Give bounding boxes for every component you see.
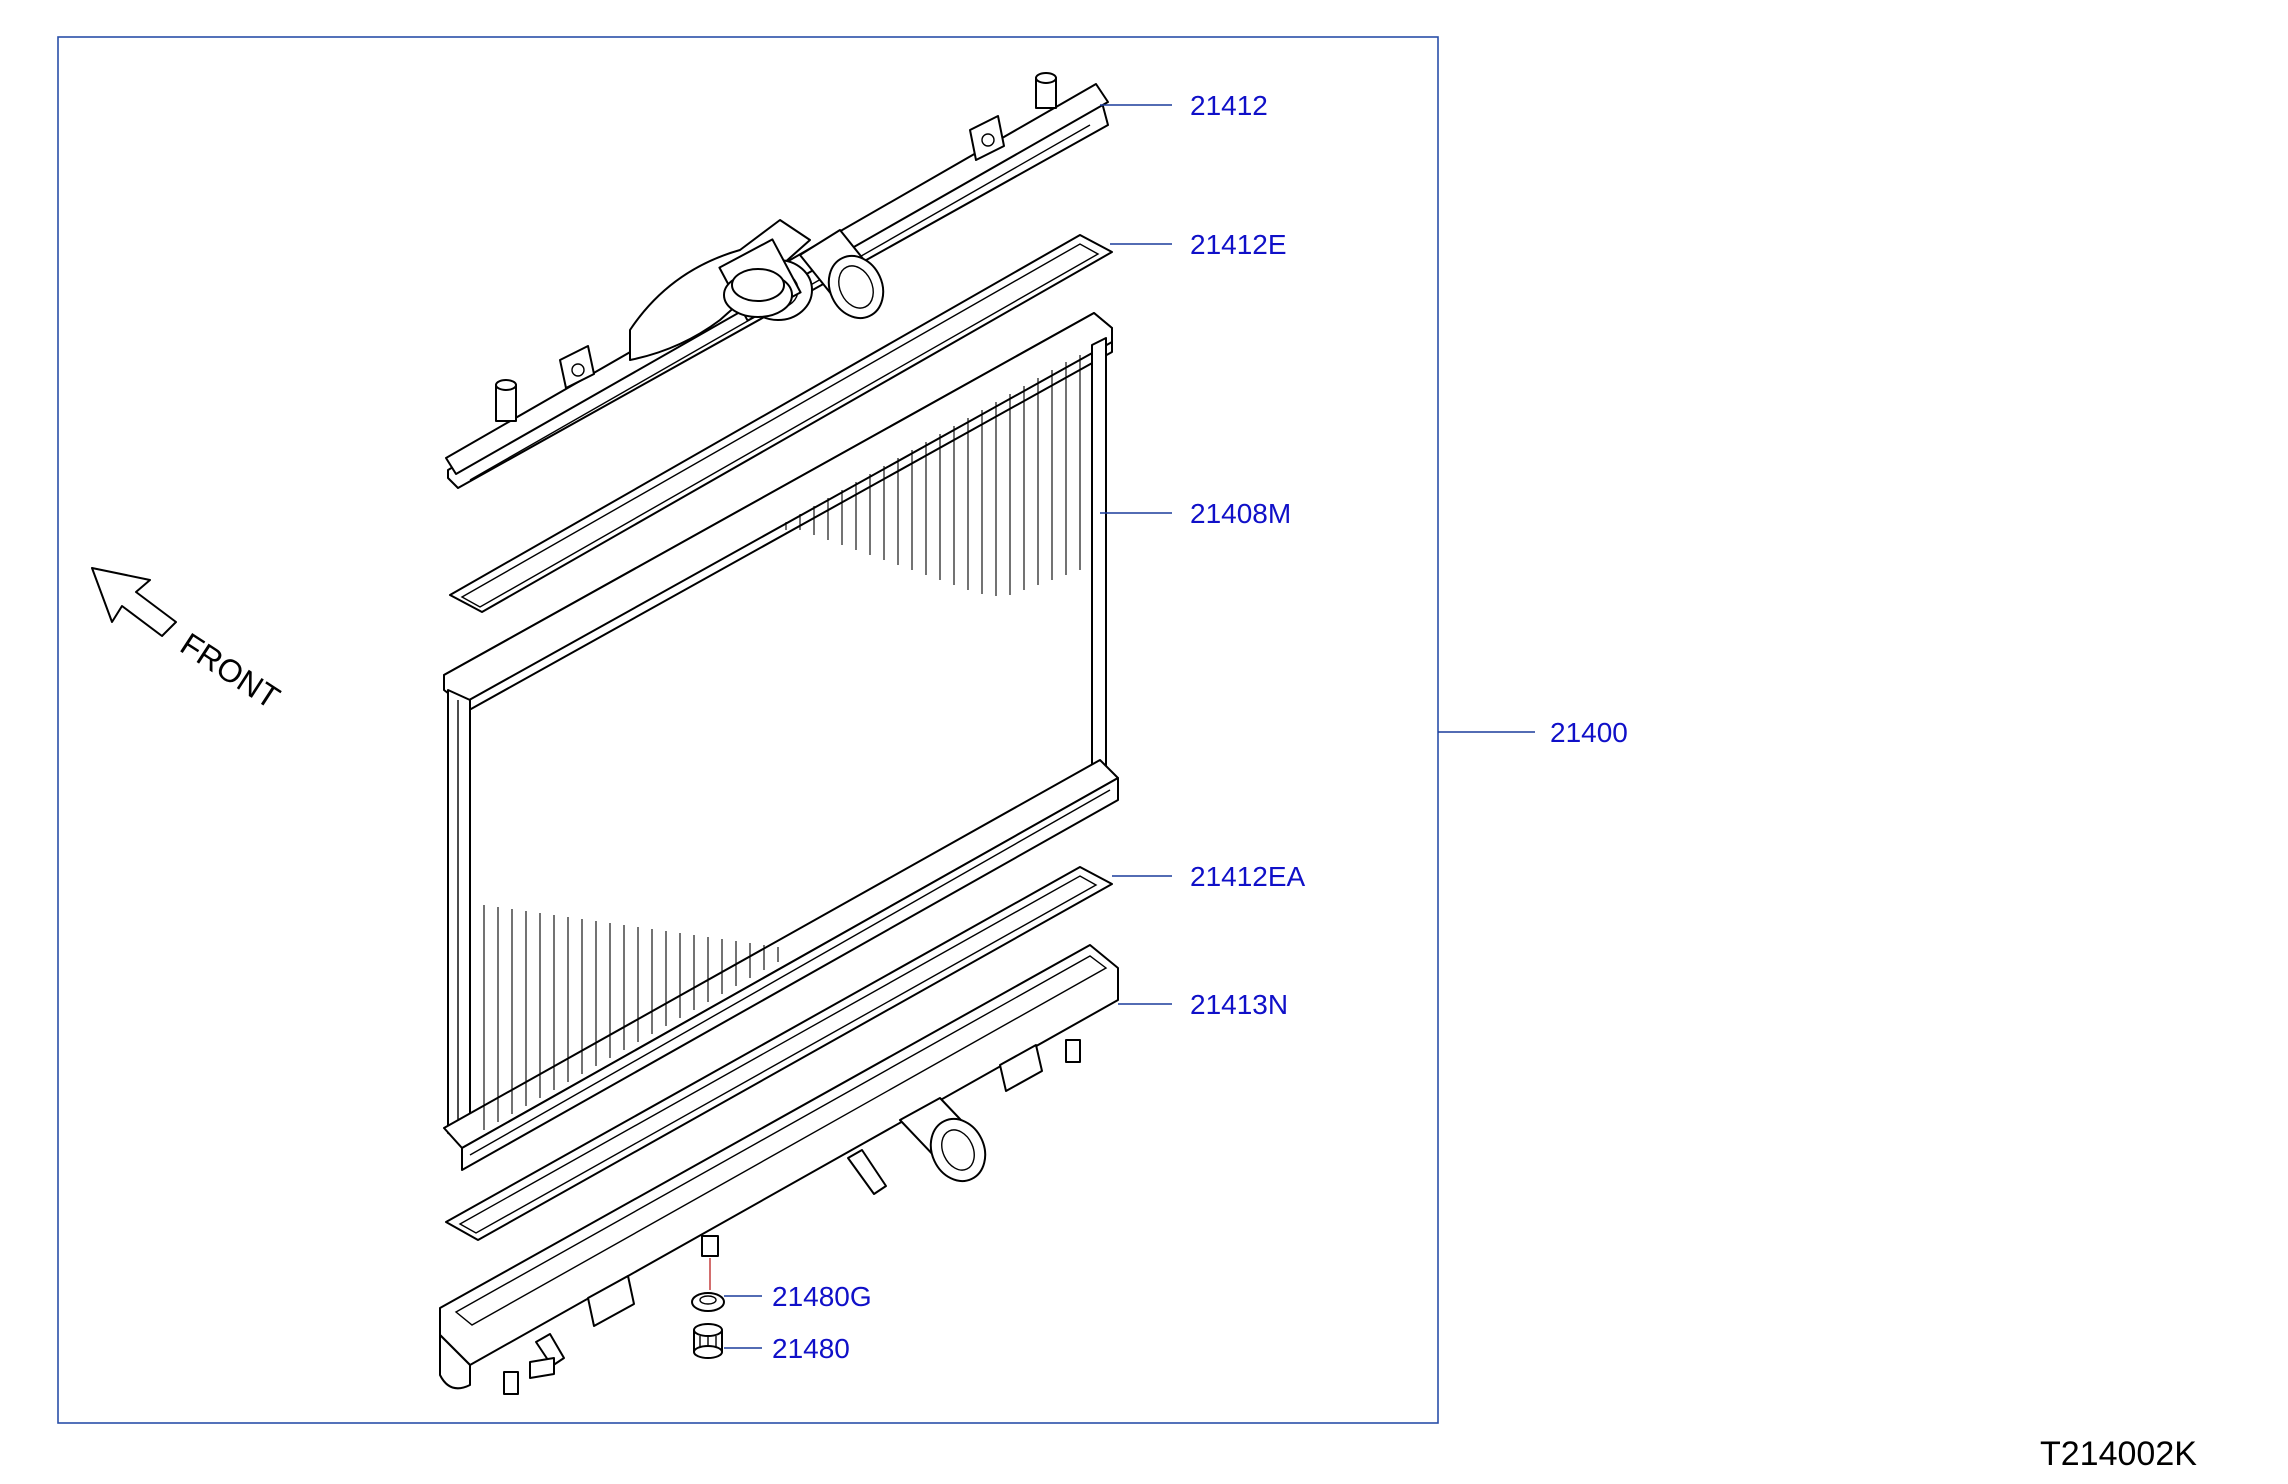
upper-gasket[interactable] (449, 234, 1113, 613)
callout-upper-gasket[interactable]: 21412E (1190, 229, 1287, 260)
callout-drain-plug[interactable]: 21480 (772, 1333, 850, 1364)
leader-lines (724, 104, 1535, 1349)
front-label: FRONT (174, 626, 286, 716)
lower-tank[interactable] (439, 944, 1119, 1395)
callout-drain-washer[interactable]: 21480G (772, 1281, 872, 1312)
core-fins-upper (785, 355, 1081, 596)
assembly-frame (57, 36, 1439, 1424)
callout-lower-tank[interactable]: 21413N (1190, 989, 1288, 1020)
callout-core[interactable]: 21408M (1190, 498, 1291, 529)
front-direction-arrow-icon (91, 567, 177, 637)
lower-hose-outlet[interactable] (899, 1097, 995, 1190)
drain-plug[interactable] (693, 1323, 723, 1359)
radiator-core[interactable] (443, 312, 1119, 1171)
callout-upper-tank[interactable]: 21412 (1190, 90, 1268, 121)
drawing-id: T214002K (2040, 1435, 2197, 1473)
upper-hose-outlet[interactable] (799, 229, 893, 327)
lower-gasket[interactable] (445, 866, 1113, 1241)
lower-tank-nipple (529, 1149, 887, 1379)
filler-neck[interactable] (718, 238, 813, 322)
callout-lower-gasket[interactable]: 21412EA (1190, 861, 1306, 892)
drain-port (701, 1235, 719, 1290)
drain-washer[interactable] (691, 1292, 725, 1312)
callout-assembly[interactable]: 21400 (1550, 717, 1628, 748)
core-fins-lower (483, 905, 779, 1130)
